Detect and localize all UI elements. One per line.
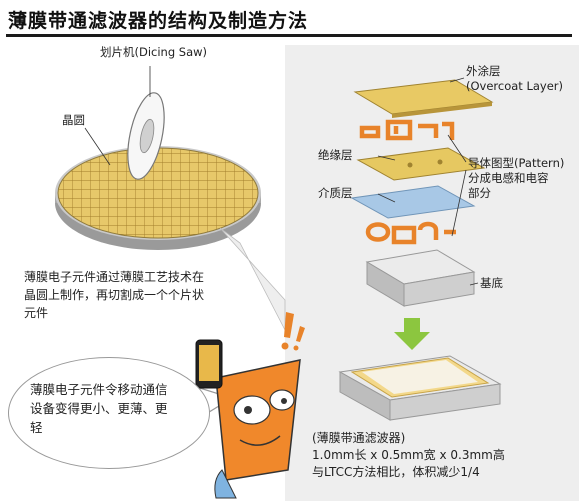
label-pattern: 导体图型(Pattern) 分成电感和电容 部分 bbox=[468, 156, 564, 201]
filter-desc-line-3: 与LTCC方法相比，体积减少1/4 bbox=[312, 465, 480, 479]
exclamation-icon bbox=[281, 312, 305, 351]
label-overcoat: 外涂层 (Overcoat Layer) bbox=[466, 64, 563, 94]
page-title: 薄膜带通滤波器的结构及制造方法 bbox=[8, 10, 309, 32]
wafer-process-description: 薄膜电子元件通过薄膜工艺技术在 晶圆上制作，再切割成一个个片状 元件 bbox=[24, 268, 274, 322]
label-substrate: 基底 bbox=[480, 276, 503, 290]
mascot-character bbox=[195, 339, 301, 499]
speech-bubble-text: 薄膜电子元件令移动通信 设备变得更小、更薄、更 轻 bbox=[30, 380, 190, 437]
bubble-line-3: 轻 bbox=[30, 420, 43, 435]
label-dicing-saw: 划片机(Dicing Saw) bbox=[100, 45, 208, 59]
wafer-illustration bbox=[55, 146, 261, 250]
wafer-desc-line-3: 元件 bbox=[24, 306, 49, 320]
pattern-layer-lower bbox=[365, 221, 456, 245]
label-pattern-line-2: 分成电感和电容 bbox=[468, 171, 549, 185]
finished-filter-chip bbox=[338, 355, 502, 421]
bubble-line-1: 薄膜电子元件令移动通信 bbox=[30, 382, 168, 397]
process-arrow bbox=[394, 318, 430, 350]
speech-bubble bbox=[8, 357, 210, 469]
bubble-line-2: 设备变得更小、更薄、更 bbox=[30, 401, 168, 416]
label-insulation: 绝缘层 bbox=[318, 148, 353, 162]
filter-description: (薄膜带通滤波器) 1.0mm长 x 0.5mm宽 x 0.3mm高 与LTCC… bbox=[312, 430, 572, 481]
label-overcoat-line-1: 外涂层 bbox=[466, 64, 501, 78]
title-divider bbox=[6, 34, 572, 37]
dicing-saw-blade bbox=[127, 92, 165, 180]
label-overcoat-line-2: (Overcoat Layer) bbox=[466, 79, 564, 93]
pattern-layer-upper bbox=[359, 119, 455, 141]
filter-desc-line-1: (薄膜带通滤波器) bbox=[312, 431, 406, 445]
label-dielectric: 介质层 bbox=[318, 186, 353, 200]
wafer-desc-line-2: 晶圆上制作，再切割成一个个片状 bbox=[24, 288, 205, 302]
substrate-block bbox=[365, 249, 476, 307]
label-pattern-line-3: 部分 bbox=[468, 186, 491, 200]
filter-desc-line-2: 1.0mm长 x 0.5mm宽 x 0.3mm高 bbox=[312, 448, 505, 462]
wafer-desc-line-1: 薄膜电子元件通过薄膜工艺技术在 bbox=[24, 270, 205, 284]
label-wafer: 晶圆 bbox=[62, 113, 85, 127]
label-pattern-line-1: 导体图型(Pattern) bbox=[468, 156, 565, 170]
